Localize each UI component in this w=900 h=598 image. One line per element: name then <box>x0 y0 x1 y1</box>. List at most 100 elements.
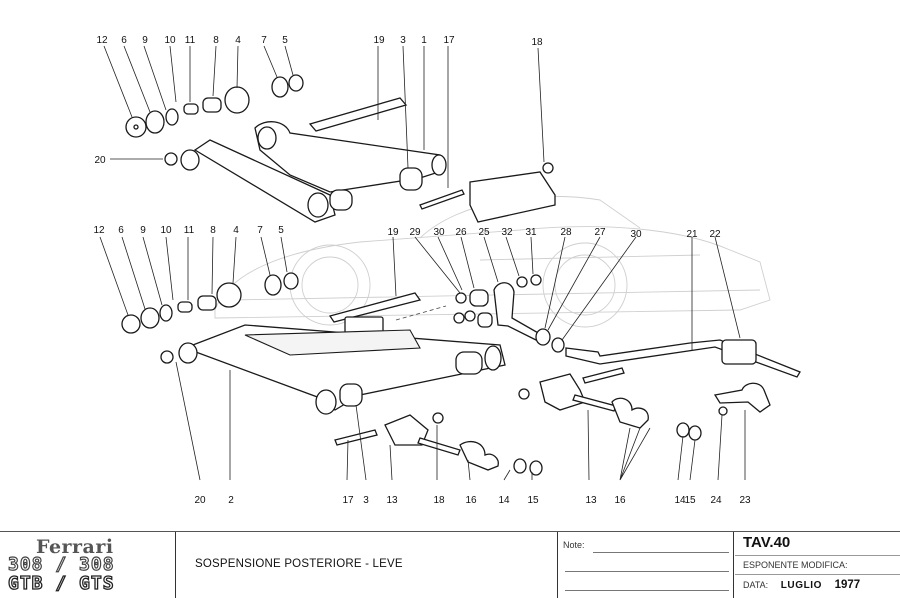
date-month: LUGLIO <box>780 580 823 591</box>
callout-part-27: 27 <box>594 227 606 238</box>
bush-part-8 <box>202 97 222 113</box>
callout-part-11: 11 <box>185 35 196 46</box>
bracket-part-13-left <box>384 414 429 446</box>
plate-description: SOSPENSIONE POSTERIORE - LEVE <box>195 558 403 570</box>
callout-part-9: 9 <box>142 35 148 46</box>
callout-part-17: 17 <box>443 35 455 46</box>
callout-part-6: 6 <box>121 35 127 46</box>
callout-part-12: 12 <box>93 225 105 236</box>
callout-part-4: 4 <box>233 225 239 236</box>
bush-part-4 <box>224 86 250 114</box>
bolt-part-19 <box>308 97 408 132</box>
callout-part-30: 30 <box>433 227 445 238</box>
callout-part-16: 16 <box>614 495 626 506</box>
logo-cell: Ferrari 308 / 308 GTB / GTS <box>0 532 176 598</box>
ferrari-logo: Ferrari <box>36 536 114 558</box>
callouts-upper-left: 20 <box>94 155 106 166</box>
callout-part-3: 3 <box>363 495 369 506</box>
callout-part-23: 23 <box>739 495 751 506</box>
description-cell: SOSPENSIONE POSTERIORE - LEVE <box>177 532 558 598</box>
bush-part-3 <box>399 167 423 191</box>
ring-part-9 <box>165 108 179 126</box>
link-part-25 <box>493 282 541 341</box>
callout-part-25: 25 <box>478 227 490 238</box>
callout-part-20: 20 <box>194 495 206 506</box>
washer-part-7 <box>271 76 289 98</box>
callout-part-12: 12 <box>96 35 108 46</box>
model-numbers: 308 / 308 <box>7 554 115 575</box>
ring-part-6 <box>145 110 165 134</box>
spring-part-16-left <box>459 441 499 471</box>
callout-part-14: 14 <box>498 495 510 506</box>
callout-part-30: 30 <box>630 229 642 240</box>
sleeve-part-11 <box>183 103 199 115</box>
nut-part-20 <box>164 152 178 166</box>
callout-part-17: 17 <box>342 495 354 506</box>
note-line <box>565 589 729 591</box>
clamp-part-23 <box>713 382 771 413</box>
callout-part-26: 26 <box>455 227 467 238</box>
callout-part-5: 5 <box>278 225 284 236</box>
callout-part-15: 15 <box>684 495 696 506</box>
callout-part-10: 10 <box>160 225 172 236</box>
leader-lines <box>99 45 746 481</box>
callout-part-8: 8 <box>213 35 219 46</box>
note-line <box>565 570 729 572</box>
callout-part-20: 20 <box>94 155 106 166</box>
callout-part-16: 16 <box>465 495 477 506</box>
callout-part-1: 1 <box>421 35 427 46</box>
callout-part-7: 7 <box>261 35 267 46</box>
bush-part-22 <box>721 339 757 365</box>
callout-part-5: 5 <box>282 35 288 46</box>
date-label: DATA: <box>743 580 769 590</box>
bolt-part-17 <box>419 189 465 210</box>
spring-part-16-right <box>611 397 649 429</box>
stabilizer-bar-part-21 <box>565 339 801 378</box>
callout-part-18: 18 <box>531 37 543 48</box>
callouts-upper-row: 12 6 9 10 11 8 4 7 5 19 3 1 17 18 <box>96 35 543 48</box>
modification-label: ESPONENTE MODIFICA: <box>743 560 848 570</box>
callout-part-19: 19 <box>373 35 385 46</box>
plate-number: TAV.40 <box>743 534 791 551</box>
callout-part-21: 21 <box>686 229 698 240</box>
callout-part-2: 2 <box>228 495 234 506</box>
callout-part-4: 4 <box>235 35 241 46</box>
callout-part-6: 6 <box>118 225 124 236</box>
callout-part-10: 10 <box>164 35 176 46</box>
date-row: DATA: LUGLIO 1977 <box>743 579 860 591</box>
callout-part-3: 3 <box>400 35 406 46</box>
callout-part-13: 13 <box>585 495 597 506</box>
notes-cell: Note: <box>559 532 734 598</box>
note-line <box>593 551 729 553</box>
callout-part-19: 19 <box>387 227 399 238</box>
callout-part-8: 8 <box>210 225 216 236</box>
divider <box>735 574 900 575</box>
upper-arm-assembly <box>125 74 556 223</box>
callout-part-7: 7 <box>257 225 263 236</box>
arm-part-1 <box>254 121 446 193</box>
divider <box>735 555 900 556</box>
callout-part-24: 24 <box>710 495 722 506</box>
callout-part-14: 14 <box>674 495 686 506</box>
model-variants: GTB / GTS <box>7 573 115 594</box>
notes-label: Note: <box>563 540 585 550</box>
nut-part-5 <box>288 74 304 92</box>
info-cell: TAV.40 ESPONENTE MODIFICA: DATA: LUGLIO … <box>735 532 900 598</box>
callout-part-28: 28 <box>560 227 572 238</box>
bracket-part-13-right <box>539 373 586 411</box>
date-year: 1977 <box>834 579 861 591</box>
callout-part-11: 11 <box>184 225 195 236</box>
bracket-subframe <box>469 171 556 223</box>
callout-part-29: 29 <box>409 227 421 238</box>
nut-part-18 <box>542 162 554 174</box>
lower-arm-assembly <box>121 272 801 476</box>
callout-part-22: 22 <box>709 229 721 240</box>
callout-part-31: 31 <box>525 227 537 238</box>
callout-part-13: 13 <box>386 495 398 506</box>
callout-part-15: 15 <box>527 495 539 506</box>
callout-part-18: 18 <box>433 495 445 506</box>
callout-part-32: 32 <box>501 227 513 238</box>
